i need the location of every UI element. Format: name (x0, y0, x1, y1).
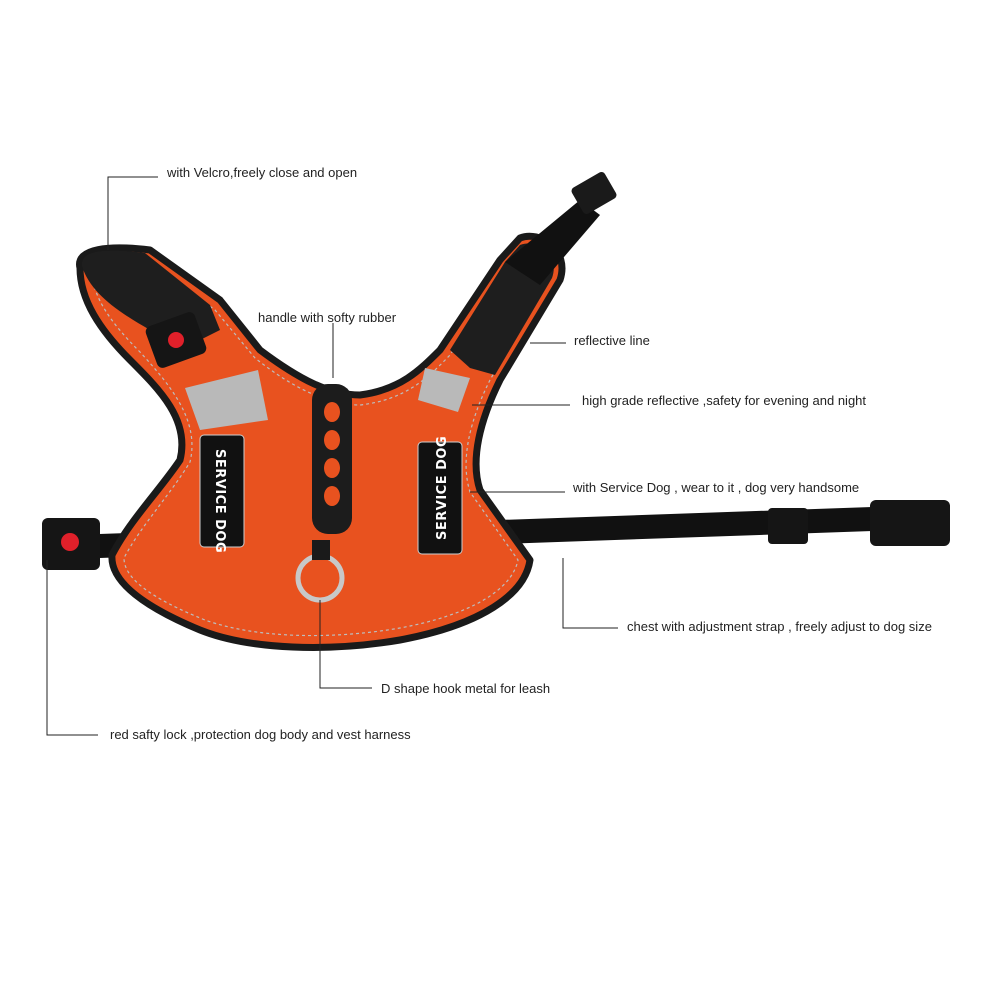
rubber-handle (312, 384, 352, 534)
leader-velcro (107, 176, 158, 250)
reflective-panel-right (418, 368, 470, 412)
service-dog-patch-right: SERVICE DOG (417, 436, 463, 555)
end-buckle (870, 500, 950, 546)
reflective-panel-left (185, 370, 268, 430)
label-d-ring: D shape hook metal for leash (381, 681, 551, 696)
shoulder-strap-right (505, 171, 617, 285)
label-safety-lock: red safty lock ,protection dog body and … (110, 727, 411, 742)
patch-text-right: SERVICE DOG (435, 436, 450, 540)
strap-slider (768, 508, 808, 544)
label-service-dog: with Service Dog , wear to it , dog very… (573, 480, 860, 495)
leader-chest-strap (562, 558, 618, 629)
leader-lines (46, 176, 618, 736)
label-velcro: with Velcro,freely close and open (167, 165, 358, 180)
leader-safety-lock (46, 560, 98, 736)
service-dog-patch-left: SERVICE DOG (199, 434, 245, 553)
label-high-grade: high grade reflective ,safety for evenin… (582, 393, 867, 408)
right-buckle (571, 171, 617, 215)
label-chest-strap: chest with adjustment strap , freely adj… (627, 619, 932, 634)
label-reflective-line: reflective line (574, 333, 650, 348)
red-safety-lock (61, 533, 79, 551)
label-handle: handle with softy rubber (258, 310, 397, 325)
left-buckle (42, 518, 100, 570)
shoulder-buckle (145, 312, 207, 368)
leader-d-ring (319, 600, 372, 689)
patch-text-left: SERVICE DOG (212, 449, 227, 553)
